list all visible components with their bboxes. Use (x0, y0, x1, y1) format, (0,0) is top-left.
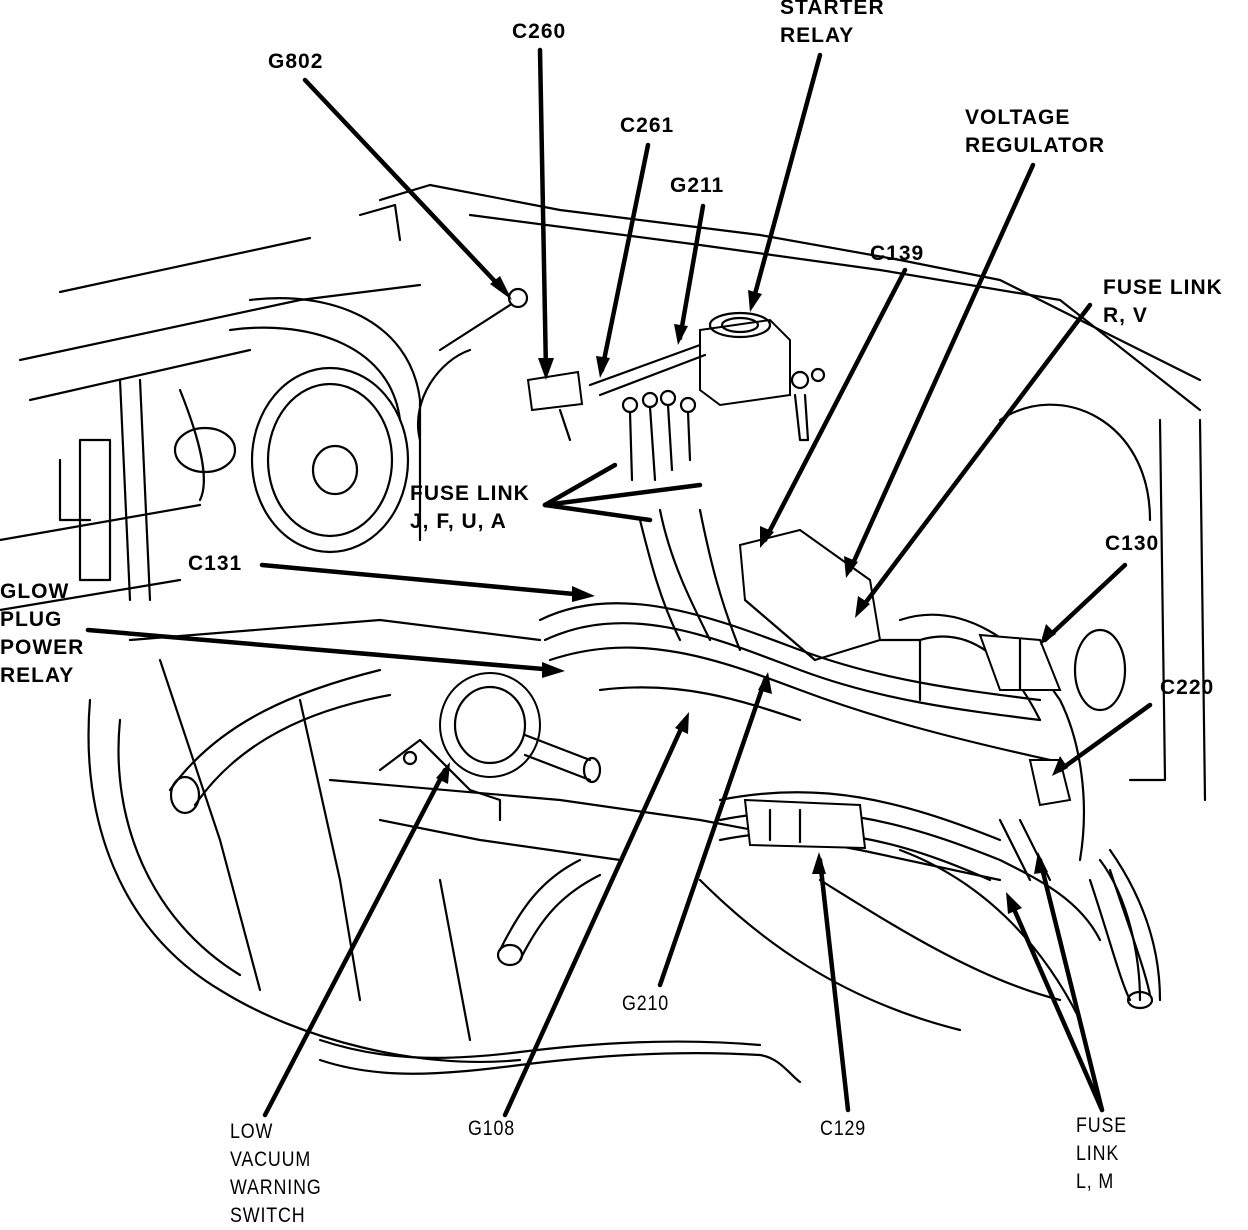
g802-leader (302, 77, 508, 295)
c260-c261-connector-drawing (417, 287, 707, 482)
label-g210: G210 (622, 992, 670, 1015)
fuse-link-lm-arrowhead-1 (1006, 892, 1022, 914)
fuse-link-lm-arrowhead-2 (1034, 852, 1048, 874)
g211-arrowhead (674, 324, 688, 345)
c261-leader (599, 142, 651, 373)
low-vacuum-switch-drawing (378, 672, 602, 822)
c129-leader (817, 857, 851, 1113)
label-g211: G211 (670, 174, 725, 197)
label-g108: G108 (468, 1117, 516, 1140)
c260-leader (537, 47, 549, 375)
voltage-regulator-arrowhead (844, 556, 858, 578)
c139-arrowhead (760, 526, 774, 548)
c220-leader (1057, 702, 1153, 773)
starter-relay-drawing (699, 311, 826, 442)
c130-connector-drawing (978, 628, 1127, 712)
c261-arrowhead (596, 356, 610, 378)
fuse-link-rv-leader (857, 302, 1093, 613)
leader-lines (85, 47, 1153, 1118)
label-c130: C130 (1105, 532, 1160, 555)
label-voltage-regulator: VOLTAGE REGULATOR (965, 106, 1106, 157)
label-c139: C139 (870, 242, 925, 265)
c131-arrowhead (572, 586, 595, 602)
c139-leader (762, 267, 908, 543)
label-fuse-link-jfua: FUSE LINK J, F, U, A (410, 482, 530, 533)
label-c129: C129 (820, 1117, 867, 1140)
fuse-link-lm-leader-1 (1007, 897, 1105, 1113)
label-glow-plug-power-relay: GLOW PLUG POWER RELAY (0, 580, 85, 687)
fuse-link-jfua-leader-1 (542, 462, 618, 508)
g211-leader (677, 203, 706, 341)
label-fuse-link-lm: FUSE LINK L, M (1076, 1114, 1128, 1193)
fuse-link-lm-leader-2 (1037, 857, 1105, 1113)
low-vacuum-arrowhead (436, 762, 450, 784)
c260-arrowhead (538, 358, 554, 380)
right-harness-drawing (998, 818, 1154, 1010)
label-c260: C260 (512, 20, 567, 43)
lower-wire-drawing (318, 1038, 802, 1084)
g210-leader (657, 677, 768, 988)
c130-arrowhead (1040, 624, 1056, 645)
glow-plug-arrowhead (542, 662, 565, 678)
g210-arrowhead (758, 672, 772, 694)
voltage-regulator-leader (847, 162, 1036, 573)
g802-arrowhead (490, 276, 512, 300)
c129-arrowhead (812, 852, 826, 874)
glow-plug-power-relay-leader (85, 627, 558, 673)
label-c131: C131 (188, 552, 243, 575)
label-fuse-link-rv: FUSE LINK R, V (1103, 276, 1223, 327)
vacuum-hose-drawing (168, 668, 602, 967)
c130-leader (1042, 562, 1128, 643)
fuse-link-jfua-leader-2 (542, 502, 653, 523)
fuse-link-jfua-leader-3 (542, 482, 703, 508)
g108-arrowhead (675, 712, 689, 734)
g108-leader (502, 717, 688, 1118)
low-vacuum-switch-leader (262, 767, 448, 1118)
fuse-link-rv-arrowhead (855, 596, 870, 618)
starter-relay-arrowhead (748, 290, 762, 312)
c129-connector-drawing (743, 798, 867, 850)
label-starter-relay: STARTER RELAY (780, 0, 885, 47)
label-low-vacuum-warning-switch: LOW VACUUM WARNING SWITCH (230, 1120, 322, 1227)
c131-leader (259, 562, 588, 598)
c220-arrowhead (1052, 756, 1068, 776)
left-bracket-drawing (58, 378, 237, 602)
label-g802: G802 (268, 50, 324, 73)
label-c261: C261 (620, 114, 675, 137)
label-c220: C220 (1160, 676, 1215, 699)
starter-relay-leader (749, 52, 823, 308)
brake-booster-drawing (228, 297, 422, 554)
